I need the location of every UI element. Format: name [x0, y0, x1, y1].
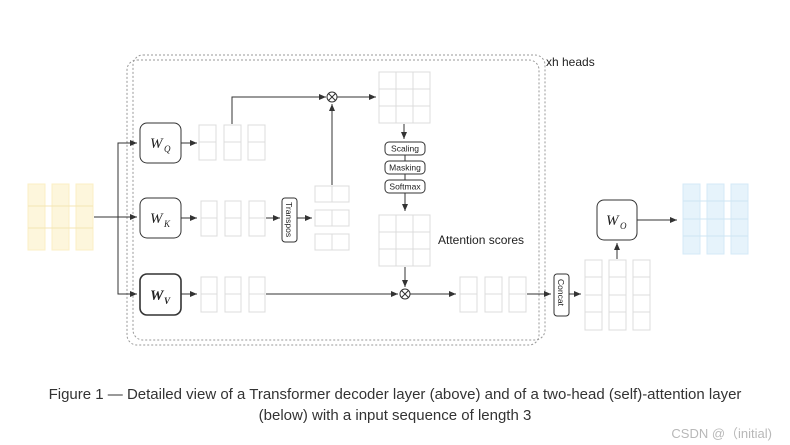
transpose-box: Transpos	[281, 197, 298, 243]
wv-sub: V	[164, 296, 171, 306]
wv-box: W V	[139, 273, 182, 316]
attention-diagram: xh heads W Q W K W V	[27, 54, 749, 346]
wk-sub: K	[163, 219, 171, 229]
heads-label: xh heads	[546, 55, 595, 69]
input-sequence	[27, 183, 94, 251]
caption-line-2: (below) with a input sequence of length …	[258, 407, 532, 424]
wv-label: W	[150, 288, 165, 304]
scaling-box: Scaling	[384, 141, 426, 156]
transpose-label: Transpos	[284, 202, 294, 237]
k-transposed	[314, 185, 350, 251]
multiply-top	[326, 91, 338, 103]
concat-vectors	[584, 259, 651, 331]
wk-label: W	[150, 211, 164, 227]
wk-box: W K	[139, 197, 182, 239]
figure-caption: Figure 1 — Detailed view of a Transforme…	[0, 384, 790, 426]
masking-box: Masking	[384, 160, 426, 175]
scaling-label: Scaling	[391, 144, 419, 154]
masking-label: Masking	[389, 163, 421, 173]
k-vectors	[200, 200, 266, 237]
concat-box: Concat	[553, 273, 570, 317]
q-vectors	[198, 124, 266, 161]
attention-matrix	[378, 214, 431, 267]
multiply-bottom	[399, 288, 411, 300]
wq-label: W	[150, 136, 164, 152]
attention-scores-label: Attention scores	[438, 233, 524, 247]
softmax-label: Softmax	[389, 182, 421, 192]
watermark: CSDN @（initial)	[671, 426, 772, 441]
wo-label: W	[606, 213, 620, 229]
wo-sub: O	[620, 221, 627, 231]
caption-line-1: Figure 1 — Detailed view of a Transforme…	[48, 386, 742, 403]
softmax-box: Softmax	[384, 179, 426, 194]
wo-box: W O	[596, 199, 638, 241]
output-sequence	[682, 183, 749, 255]
qk-matrix	[378, 71, 431, 124]
v-vectors	[200, 276, 266, 313]
heads-frame-front	[126, 59, 540, 346]
concat-label: Concat	[556, 279, 566, 307]
wq-box: W Q	[139, 122, 182, 164]
head-output-vectors	[459, 276, 527, 313]
wq-sub: Q	[164, 144, 171, 154]
heads-frame-back	[132, 54, 546, 341]
